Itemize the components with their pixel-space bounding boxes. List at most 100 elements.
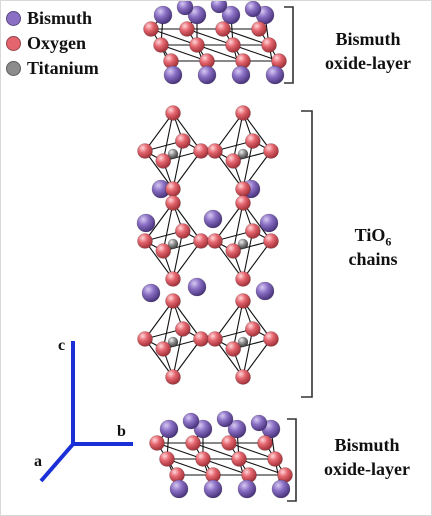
bond-line bbox=[162, 202, 174, 252]
oxygen-atom bbox=[137, 331, 153, 347]
bond-line bbox=[144, 150, 174, 190]
bond-line bbox=[162, 112, 174, 162]
bismuth-atom bbox=[250, 414, 268, 432]
axis-a bbox=[39, 441, 76, 483]
oxygen-atom bbox=[137, 233, 153, 249]
oxygen-atom bbox=[195, 451, 211, 467]
bond-line bbox=[172, 300, 202, 340]
oxygen-atom bbox=[149, 435, 165, 451]
bond-line bbox=[214, 338, 244, 378]
bismuth-atom bbox=[136, 213, 156, 233]
oxygen-atom bbox=[175, 133, 191, 149]
oxygen-atom bbox=[207, 331, 223, 347]
oxygen-atom bbox=[225, 153, 241, 169]
bismuth-swatch bbox=[6, 10, 21, 26]
bond-line bbox=[214, 150, 244, 190]
oxygen-atom bbox=[261, 37, 277, 53]
bond-line bbox=[228, 442, 276, 460]
oxygen-atom bbox=[165, 271, 181, 287]
tio6-octahedra-chains bbox=[136, 105, 279, 385]
oxygen-atom bbox=[245, 321, 261, 337]
oxygen-atom bbox=[185, 435, 201, 451]
oxygen-atom bbox=[257, 435, 273, 451]
oxygen-atom bbox=[263, 233, 279, 249]
oxygen-atom bbox=[251, 21, 267, 37]
bond-line bbox=[214, 202, 244, 242]
bond-line bbox=[232, 112, 244, 162]
oxygen-atom bbox=[193, 331, 209, 347]
legend-item-oxygen: Oxygen bbox=[6, 32, 86, 54]
titanium-atom bbox=[167, 148, 179, 160]
bond-line bbox=[242, 328, 254, 378]
bismuth-atom bbox=[203, 209, 223, 229]
bond-line bbox=[144, 338, 174, 378]
bond-line bbox=[162, 300, 174, 350]
bond-line bbox=[172, 338, 202, 378]
bismuth-atom bbox=[259, 213, 279, 233]
bismuth-atom bbox=[163, 65, 183, 85]
bond-line bbox=[144, 240, 174, 280]
bond-line bbox=[172, 112, 202, 152]
oxygen-atom bbox=[221, 435, 237, 451]
bismuth-atom bbox=[141, 283, 161, 303]
oxygen-atom bbox=[165, 293, 181, 309]
oxygen-atom bbox=[215, 21, 231, 37]
bond-line bbox=[172, 328, 184, 378]
titanium-atom bbox=[237, 336, 249, 348]
oxygen-atom bbox=[235, 293, 251, 309]
oxygen-atom bbox=[143, 21, 159, 37]
bond-line bbox=[144, 202, 174, 242]
oxygen-atom bbox=[155, 243, 171, 259]
axis-b-label: b bbox=[117, 423, 126, 440]
bismuth-atom bbox=[203, 479, 223, 499]
oxygen-atom bbox=[165, 181, 181, 197]
bismuth-atom bbox=[193, 419, 213, 439]
bond-line bbox=[242, 202, 272, 242]
oxygen-atom bbox=[193, 143, 209, 159]
bond-line bbox=[150, 28, 198, 46]
bismuth-atom bbox=[227, 419, 247, 439]
oxygen-atom bbox=[155, 153, 171, 169]
oxygen-atom bbox=[263, 143, 279, 159]
legend-item-bismuth: Bismuth bbox=[6, 7, 92, 29]
titanium-atom bbox=[237, 148, 249, 160]
oxygen-atom bbox=[245, 223, 261, 239]
bottom-layer-label: Bismuth oxide-layer bbox=[307, 433, 427, 481]
legend-label-titanium: Titanium bbox=[27, 57, 99, 78]
bond-line bbox=[232, 202, 244, 252]
bottom-bismuth-oxide-layer bbox=[149, 410, 293, 499]
oxygen-atom bbox=[245, 133, 261, 149]
bond-line bbox=[144, 112, 174, 152]
oxygen-atom bbox=[235, 181, 251, 197]
bond-line bbox=[144, 300, 174, 340]
bismuth-atom bbox=[197, 65, 217, 85]
oxygen-atom bbox=[231, 451, 247, 467]
oxygen-atom bbox=[207, 143, 223, 159]
bond-line bbox=[242, 140, 254, 190]
oxygen-atom bbox=[225, 341, 241, 357]
titanium-atom bbox=[237, 238, 249, 250]
chains-label-line1: TiO6 bbox=[329, 223, 417, 248]
bond-line bbox=[166, 458, 214, 476]
bond-line bbox=[156, 442, 204, 460]
oxygen-atom bbox=[159, 451, 175, 467]
oxygen-atom bbox=[193, 233, 209, 249]
bond-line bbox=[232, 300, 244, 350]
bismuth-atom bbox=[176, 1, 194, 16]
bismuth-atom bbox=[159, 419, 179, 439]
bismuth-atom bbox=[237, 479, 257, 499]
oxygen-atom bbox=[235, 271, 251, 287]
bismuth-atom bbox=[182, 412, 200, 430]
top-bismuth-oxide-layer bbox=[143, 1, 287, 85]
bond-line bbox=[214, 240, 244, 280]
bismuth-atom bbox=[169, 479, 189, 499]
legend-label-bismuth: Bismuth bbox=[27, 7, 93, 28]
oxygen-atom bbox=[267, 451, 283, 467]
oxygen-atom bbox=[235, 195, 251, 211]
bond-line bbox=[192, 442, 240, 460]
top-layer-label: Bismuth oxide-layer bbox=[309, 27, 427, 75]
bond-line bbox=[242, 338, 272, 378]
oxygen-atom bbox=[235, 369, 251, 385]
bond-line bbox=[202, 458, 250, 476]
legend-label-oxygen: Oxygen bbox=[27, 32, 87, 53]
